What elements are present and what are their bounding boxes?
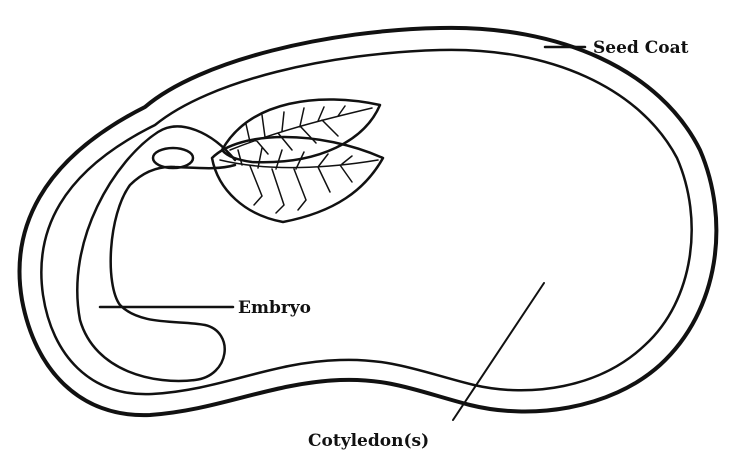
embryo-label: Embryo — [238, 298, 311, 318]
cotyledons-label: Cotyledon(s) — [308, 431, 429, 451]
cotyledon-pointer — [453, 283, 544, 420]
lower-leaf-veins — [220, 148, 378, 213]
seed-coat-label: Seed Coat — [593, 38, 689, 58]
embryo-tip — [153, 148, 193, 168]
seed-coat-outline — [20, 28, 717, 415]
upper-leaf — [222, 99, 380, 162]
